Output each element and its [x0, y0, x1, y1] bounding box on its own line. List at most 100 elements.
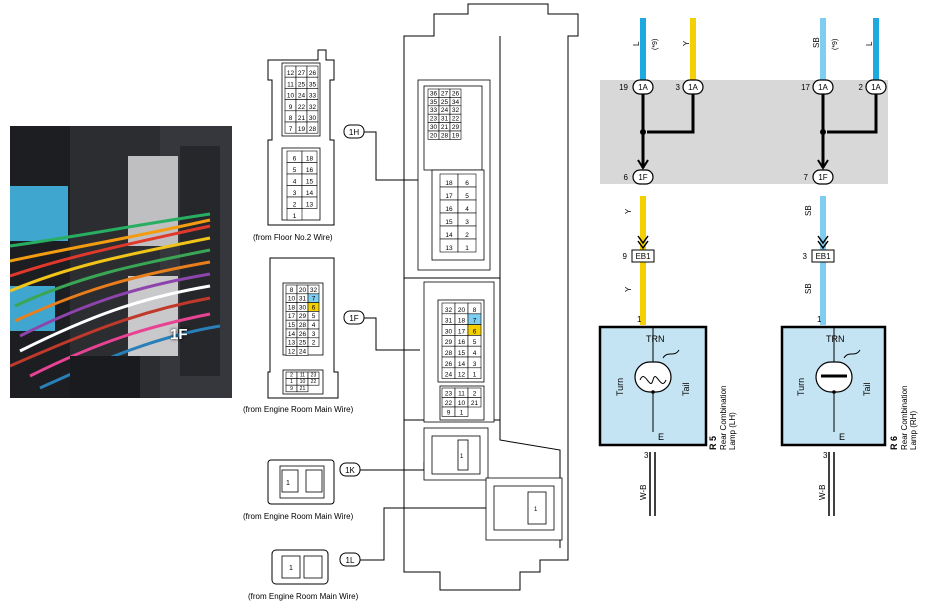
pin-label: 33	[309, 93, 317, 100]
wire-mid-y-label: Y	[624, 208, 633, 214]
pin-label: 28	[441, 132, 449, 139]
svg-text:6: 6	[624, 173, 629, 182]
pin-label: 4	[465, 206, 469, 213]
lamp-lh-pin-out: 3	[644, 451, 649, 460]
pin-label: 6	[473, 328, 477, 335]
pin-label: 1	[293, 213, 297, 220]
photo-label-1f: 1F	[170, 326, 188, 343]
svg-text:1F: 1F	[638, 173, 647, 182]
pin-label: 20	[458, 307, 466, 314]
svg-text:1L: 1L	[346, 556, 355, 565]
pin-label: 36	[430, 90, 438, 97]
pin-label: 2	[293, 202, 297, 209]
svg-text:7: 7	[804, 173, 809, 182]
pin-label: 23	[430, 116, 438, 123]
svg-text:17: 17	[801, 83, 810, 92]
schematic-wires	[637, 18, 879, 516]
lamp-lh-ground: W-B	[639, 485, 648, 500]
junction-1k-socket	[423, 427, 489, 481]
svg-text:1A: 1A	[818, 83, 828, 92]
pin-label: 11	[287, 81, 294, 88]
junction-1a-17: 1A 17	[801, 79, 834, 95]
pin-label: 18	[445, 180, 453, 187]
lamp-rh-e: E	[839, 432, 845, 442]
svg-text:1A: 1A	[688, 83, 698, 92]
pin-label: 9	[289, 104, 293, 111]
svg-text:EB1: EB1	[635, 252, 651, 261]
wire-low-y-label: Y	[624, 286, 633, 292]
pin-label: 3	[312, 331, 316, 338]
connector-1f-source: (from Engine Room Main Wire)	[243, 405, 354, 414]
pin-label: 10	[287, 93, 295, 100]
pin-label: 8	[289, 115, 293, 122]
pin-label: 27	[441, 90, 449, 97]
pin-label: 12	[458, 372, 466, 379]
lamp-lh-tail: Tail	[681, 382, 691, 396]
pin-label: 3	[473, 361, 477, 368]
pin-label: 25	[441, 99, 449, 106]
pin-label: 16	[445, 206, 453, 213]
pin-label: 28	[299, 322, 307, 329]
wire-top-l2-label: L	[865, 41, 874, 46]
svg-text:19: 19	[619, 83, 628, 92]
pin-label: 33	[430, 107, 438, 114]
pin-label: 21	[300, 386, 306, 392]
pin-label: 8	[473, 307, 477, 314]
pin-label: 32	[309, 104, 317, 111]
pin-label: 15	[306, 179, 314, 186]
pin-label: 18	[306, 156, 314, 163]
pin-label: 2	[465, 232, 469, 239]
svg-text:1F: 1F	[818, 173, 827, 182]
pin-label: 1	[460, 410, 464, 417]
lamp-rh-name1: Rear Combination	[900, 386, 909, 450]
pin-label: 29	[299, 313, 307, 320]
pin-label: 7	[289, 126, 293, 133]
pin-label: 4	[473, 350, 477, 357]
junction-1k-pin: 1	[460, 454, 464, 460]
wire-mid-sb-label: SB	[804, 205, 813, 216]
pin-label: 24	[445, 372, 453, 379]
pin-label: 26	[452, 90, 460, 97]
tag-1f: 1F	[343, 310, 365, 325]
pin-cell	[296, 384, 309, 393]
pin-label: 14	[458, 361, 466, 368]
connector-1l-source: (from Engine Room Main Wire)	[248, 592, 359, 601]
tag-1l: 1L	[339, 552, 361, 567]
lamp-lh-trn: TRN	[646, 334, 665, 344]
pin-label: 32	[445, 307, 453, 314]
pin-label: 31	[441, 116, 449, 123]
pin-label: 6	[312, 304, 316, 311]
pin-label: 21	[471, 400, 479, 407]
pin-label: 24	[298, 93, 306, 100]
lamp-rh-tail: Tail	[862, 382, 872, 396]
pin-label: 12	[287, 70, 295, 77]
connector-1k-drawing	[267, 459, 335, 505]
svg-text:1H: 1H	[349, 128, 359, 137]
pin-label: 14	[445, 232, 453, 239]
pin-cell	[467, 367, 482, 379]
lamp-rh-name2: Lamp (RH)	[909, 411, 918, 450]
lamp-rh	[780, 325, 887, 447]
pin-label: 8	[290, 287, 294, 294]
wire-top-sb-label: SB	[812, 37, 821, 48]
pin-label: 16	[458, 339, 466, 346]
connector-eb1-3: EB1 3	[803, 249, 835, 263]
pin-label: 1	[473, 372, 477, 379]
connector-1k-source: (from Engine Room Main Wire)	[243, 512, 354, 521]
pin-label: 11	[458, 391, 465, 398]
pin-label: 7	[312, 296, 316, 303]
pin-label: 9	[447, 410, 451, 417]
pin-cell	[449, 130, 462, 140]
pin-label: 5	[293, 167, 297, 174]
wire-top-l-note: (*9)	[652, 39, 659, 50]
junction-1a-19: 1A 19	[619, 79, 654, 95]
pin-label: 1	[465, 245, 469, 252]
svg-text:9: 9	[623, 252, 628, 261]
junction-1l-pin: 1	[534, 507, 538, 513]
pin-label: 17	[445, 193, 453, 200]
pin-label: 12	[288, 348, 296, 355]
